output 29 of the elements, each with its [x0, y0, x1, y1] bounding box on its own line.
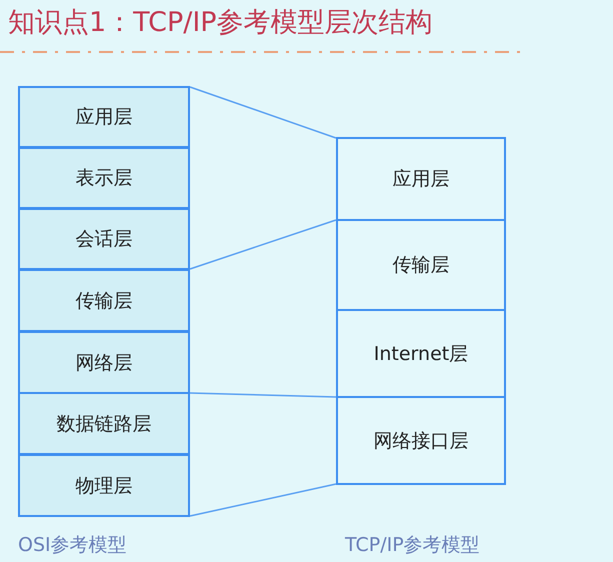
layer-box	[18, 269, 190, 332]
layer-label: 应用层	[76, 105, 132, 130]
layer-label: Internet层	[374, 342, 468, 366]
model-caption: OSI参考模型	[18, 533, 127, 558]
layer-box	[18, 147, 190, 209]
layer-label: 表示层	[76, 166, 132, 191]
layer-label: 传输层	[392, 253, 450, 278]
layer-box	[18, 454, 190, 517]
layer-label: 网络层	[76, 350, 132, 376]
mapping-line	[190, 86, 336, 139]
layer-box	[18, 392, 190, 455]
layer-box	[336, 219, 506, 311]
layer-label: 应用层	[392, 167, 450, 192]
layer-label: 物理层	[76, 474, 132, 498]
layer-label: 传输层	[76, 288, 132, 314]
layer-label: 数据链路层	[56, 412, 152, 436]
mapping-line	[190, 483, 336, 517]
mapping-line	[190, 219, 336, 270]
layer-label: 会话层	[76, 227, 132, 252]
layer-box	[336, 137, 506, 221]
title: 知识点1：TCP/IP参考模型层次结构	[8, 6, 433, 40]
model-caption: TCP/IP参考模型	[345, 533, 480, 558]
layer-box	[336, 309, 506, 398]
layer-box	[18, 331, 190, 394]
layer-box	[18, 208, 190, 270]
layer-box	[336, 396, 506, 485]
mapping-line	[190, 392, 336, 398]
layer-label: 网络接口层	[374, 428, 468, 454]
layer-box	[18, 86, 190, 148]
